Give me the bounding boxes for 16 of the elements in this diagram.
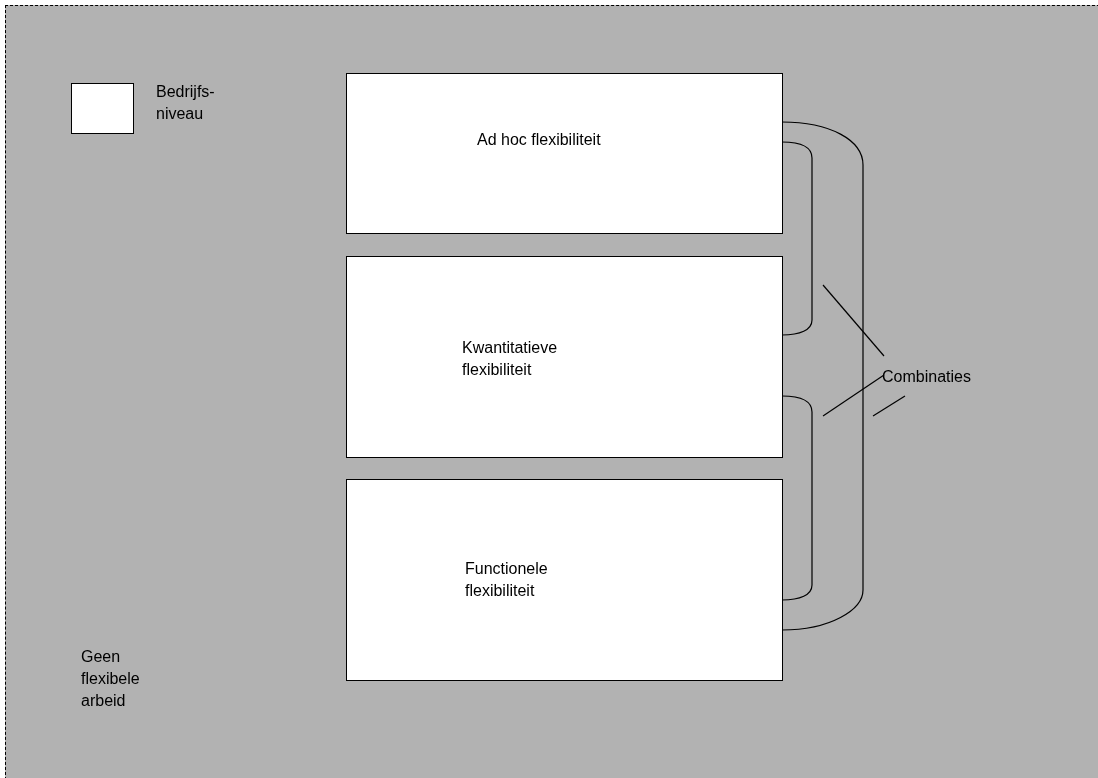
bracket-connector <box>781 141 813 336</box>
leader-line <box>822 374 885 417</box>
box-label: Ad hoc flexibiliteit <box>477 130 602 150</box>
bracket-connector <box>781 395 813 601</box>
category-box <box>346 479 783 681</box>
category-box <box>346 256 783 458</box>
leader-line <box>872 395 906 417</box>
legend-label: Bedrijfs-niveau <box>156 82 216 124</box>
leader-line <box>822 284 885 357</box>
category-box <box>346 73 783 234</box>
box-label: Kwantitatieve flexibiliteit <box>462 338 559 380</box>
callout-label: Combinaties <box>882 366 971 388</box>
area-label: Geen flexibele arbeid <box>81 647 141 711</box>
bracket-connector <box>781 121 864 631</box>
box-label: Functionele flexibiliteit <box>465 559 549 601</box>
dashed-area-background <box>5 5 1098 778</box>
